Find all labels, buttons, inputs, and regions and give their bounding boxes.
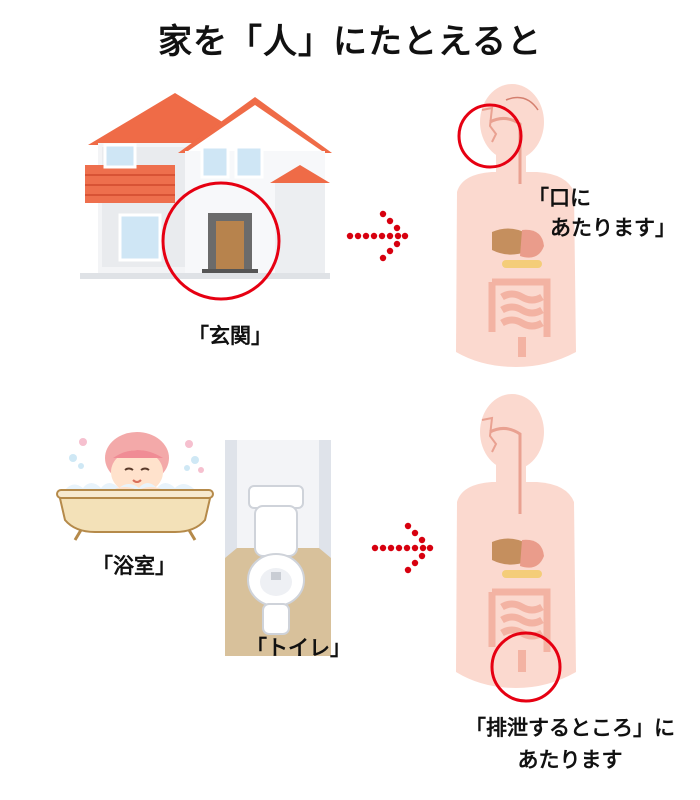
page-title: 家を「人」にたとえると — [158, 22, 542, 62]
body-silhouette-mouth — [456, 84, 576, 367]
dotted-arrow-top — [346, 210, 409, 262]
genkan-highlight-circle — [161, 181, 281, 301]
excretion-label: 「排泄するところ」に あたります — [450, 712, 690, 776]
excretion-highlight-circle — [490, 631, 562, 703]
mouth-label-line1: 「口に — [528, 186, 591, 210]
mouth-label-line2: あたります」 — [550, 216, 676, 240]
toilet-illustration — [225, 440, 331, 656]
mouth-highlight-circle — [457, 103, 523, 169]
dotted-arrow-bottom — [371, 522, 434, 574]
bathtub-illustration — [56, 432, 214, 541]
mouth-label: 「口に あたります」 — [528, 183, 676, 243]
bathroom-label: 「浴室」 — [92, 554, 176, 578]
excretion-label-line1: 「排泄するところ」に — [465, 716, 675, 740]
body-silhouette-excretion — [456, 394, 576, 688]
excretion-label-line2: あたります — [517, 748, 623, 772]
toilet-label: 「トイレ」 — [246, 636, 351, 660]
house-illustration — [80, 93, 332, 279]
genkan-label: 「玄関」 — [188, 324, 272, 348]
